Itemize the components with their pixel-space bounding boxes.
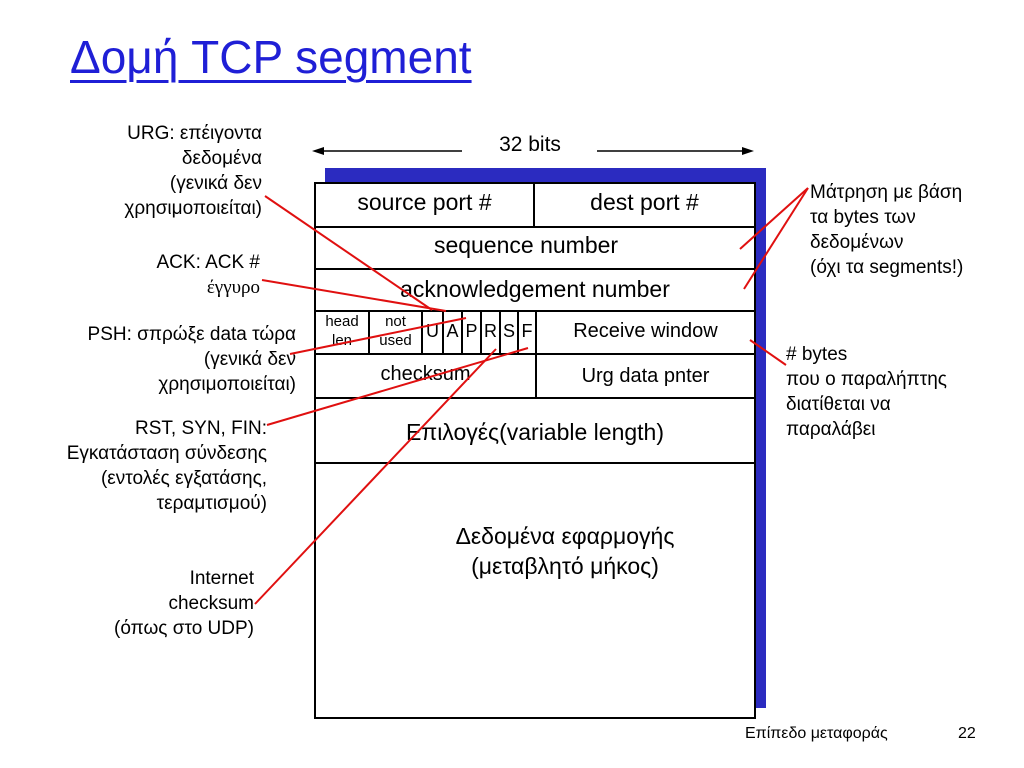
urg-pointer-field: Urg data pnter — [581, 365, 710, 387]
page-number: 22 — [958, 725, 976, 742]
tcp-segment-diagram: source port # dest port # sequence numbe… — [314, 182, 756, 719]
pointer-psh — [289, 317, 467, 355]
pointer-urg — [264, 195, 433, 311]
pointer-ack — [261, 279, 447, 312]
psh-annotation: PSH: σπρώξε data τώρα(γενικά δεν χρησιμο… — [87, 324, 296, 395]
checksum-field: checksum — [380, 363, 471, 385]
pointer-seq — [739, 187, 809, 250]
pointer-rcv-window — [749, 339, 787, 366]
pointer-ack-num — [743, 187, 809, 290]
flag-psh: P — [465, 321, 478, 341]
flag-fin: F — [521, 321, 533, 341]
footer-chapter: Επίπεδο μεταφοράς — [745, 725, 888, 742]
source-port-field: source port # — [357, 189, 492, 215]
sequence-number-field: sequence number — [433, 232, 619, 258]
application-data-field: Δεδομένα εφαρμογής(μεταβλητό μήκος) — [455, 523, 675, 579]
width-label: 32 bits — [499, 133, 561, 156]
ack-annotation: ACK: ACK # έγγυρο — [156, 252, 261, 298]
flag-ack: A — [446, 321, 459, 341]
dest-port-field: dest port # — [590, 189, 699, 215]
pointer-checksum — [254, 348, 497, 605]
flag-rst: R — [484, 321, 497, 341]
flag-syn: S — [502, 321, 515, 341]
ack-number-field: acknowledgement number — [400, 276, 670, 302]
receive-window-field: Receive window — [573, 320, 718, 342]
page-title: Δομή TCP segment — [70, 31, 472, 83]
pointer-rst-syn-fin — [266, 347, 529, 426]
rst-syn-fin-annotation: RST, SYN, FIN:Εγκατάσταση σύνδεσης (εντο… — [66, 418, 267, 514]
options-field: Επιλογές(variable length) — [405, 419, 665, 445]
